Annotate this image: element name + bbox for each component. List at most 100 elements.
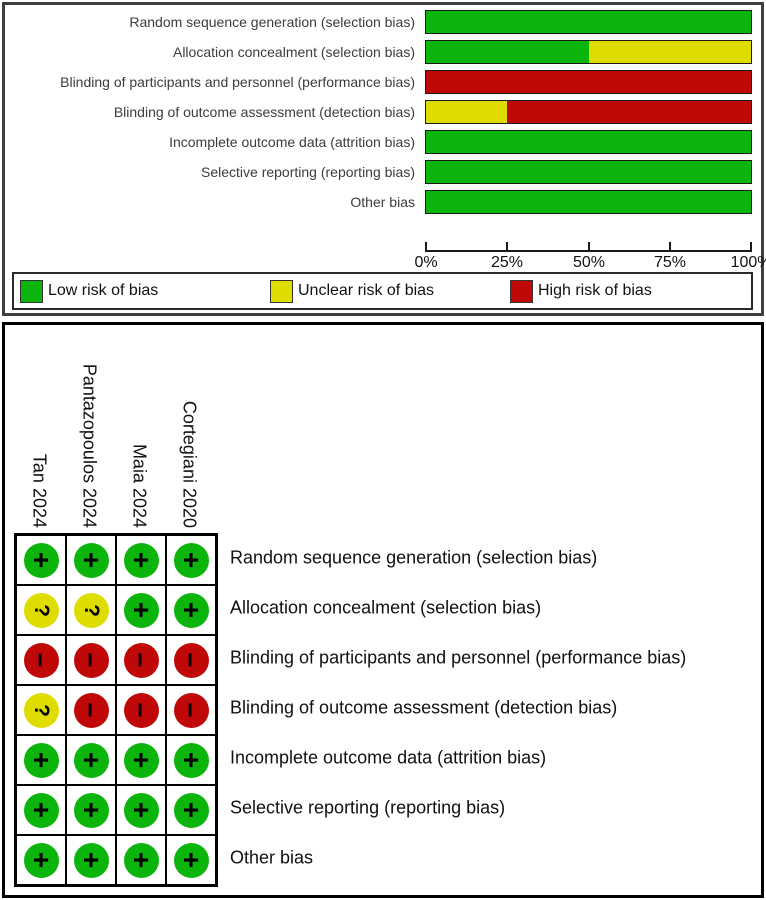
judgement-cell: ? [16, 585, 66, 635]
judgement-cell: + [166, 835, 216, 885]
judgement-symbol: + [125, 551, 157, 569]
bias-graph-row: Blinding of participants and personnel (… [5, 70, 761, 94]
judgement-cell: − [166, 685, 216, 735]
bar-segment-low [426, 161, 751, 183]
bar-segment-high [507, 101, 751, 123]
judgement-circle-low: + [173, 792, 209, 828]
bias-graph-panel: Random sequence generation (selection bi… [2, 2, 766, 316]
axis-tick [750, 242, 752, 252]
judgement-symbol: + [175, 851, 207, 869]
judgement-circle-high: − [123, 692, 159, 728]
legend-box: Low risk of bias Unclear risk of bias High… [12, 272, 753, 310]
legend-item-high: High risk of bias [510, 274, 652, 308]
judgement-symbol: − [126, 702, 156, 718]
judgement-circle-low: + [23, 542, 59, 578]
judgement-cell: + [166, 535, 216, 585]
summary-bias-label: Blinding of outcome assessment (detectio… [230, 697, 618, 718]
legend-label: Unclear risk of bias [298, 282, 435, 299]
bar-segment-unclear [426, 101, 508, 123]
judgement-cell: + [116, 535, 166, 585]
legend-swatch-high [510, 279, 533, 303]
judgement-cell: + [66, 535, 116, 585]
judgement-symbol: + [125, 801, 157, 819]
judgement-circle-high: − [173, 642, 209, 678]
judgement-symbol: + [175, 551, 207, 569]
judgement-symbol: + [75, 851, 107, 869]
judgement-symbol: + [75, 751, 107, 769]
judgement-symbol: + [125, 851, 157, 869]
judgement-symbol: + [125, 751, 157, 769]
judgement-cell: − [66, 685, 116, 735]
judgement-table: ++++??++−−−−?−−−++++++++++++ [14, 533, 218, 887]
axis-tick [425, 242, 427, 252]
judgement-circle-low: + [173, 742, 209, 778]
judgement-symbol: + [25, 551, 57, 569]
judgement-circle-low: + [73, 742, 109, 778]
judgement-cell: + [166, 585, 216, 635]
judgement-cell: + [116, 585, 166, 635]
stacked-bar [425, 40, 752, 64]
judgement-symbol: + [25, 851, 57, 869]
judgement-cell: + [166, 735, 216, 785]
judgement-symbol: − [26, 652, 56, 668]
axis-tick-label: 25% [490, 254, 524, 271]
bias-graph-row: Other bias [5, 190, 761, 214]
judgement-symbol: − [76, 652, 106, 668]
legend-label: Low risk of bias [48, 282, 159, 299]
bias-category-label: Blinding of outcome assessment (detectio… [113, 104, 415, 120]
judgement-circle-low: + [123, 542, 159, 578]
bias-graph-row: Selective reporting (reporting bias) [5, 160, 761, 184]
judgement-circle-low: + [173, 842, 209, 878]
bias-category-label: Random sequence generation (selection bi… [129, 14, 415, 30]
judgement-circle-low: + [123, 592, 159, 628]
judgement-symbol: + [175, 601, 207, 619]
legend-swatch-low [20, 279, 43, 303]
judgement-cell: − [116, 685, 166, 735]
judgement-circle-low: + [173, 592, 209, 628]
judgement-cell: + [16, 535, 66, 585]
judgement-circle-high: − [23, 642, 59, 678]
judgement-symbol: + [175, 801, 207, 819]
summary-bias-label: Incomplete outcome data (attrition bias) [230, 747, 547, 768]
judgement-symbol: + [175, 751, 207, 769]
judgement-cell: + [66, 835, 116, 885]
judgement-symbol: + [25, 751, 57, 769]
stacked-bar [425, 70, 752, 94]
judgement-circle-low: + [73, 842, 109, 878]
judgement-cell: − [66, 635, 116, 685]
percent-axis: 0%25%50%75%100% [414, 242, 766, 272]
study-name-label: Tan 2024 [29, 453, 50, 528]
judgement-circle-low: + [123, 792, 159, 828]
summary-bias-label: Allocation concealment (selection bias) [230, 597, 542, 618]
bias-graph-row: Allocation concealment (selection bias) [5, 40, 761, 64]
judgement-circle-low: + [123, 842, 159, 878]
bias-graph-row: Random sequence generation (selection bi… [5, 10, 761, 34]
judgement-circle-high: − [123, 642, 159, 678]
summary-bias-label: Other bias [230, 847, 314, 868]
bias-graph-row: Incomplete outcome data (attrition bias) [5, 130, 761, 154]
judgement-cell: + [16, 735, 66, 785]
judgement-symbol: + [125, 601, 157, 619]
bar-segment-unclear [588, 41, 751, 63]
summary-bias-label: Blinding of participants and personnel (… [230, 647, 687, 668]
judgement-cell: ? [66, 585, 116, 635]
judgement-circle-low: + [123, 742, 159, 778]
axis-tick-label: 100% [730, 254, 766, 271]
bar-segment-high [426, 71, 751, 93]
judgement-circle-unclear: ? [23, 592, 59, 628]
judgement-symbol: + [25, 801, 57, 819]
axis-tick-label: 50% [572, 254, 606, 271]
judgement-circle-low: + [23, 792, 59, 828]
judgement-cell: + [66, 735, 116, 785]
judgement-circle-low: + [173, 542, 209, 578]
judgement-cell: + [116, 835, 166, 885]
bar-segment-low [426, 41, 589, 63]
judgement-cell: + [66, 785, 116, 835]
judgement-circle-high: − [173, 692, 209, 728]
judgement-circle-low: + [23, 842, 59, 878]
judgement-circle-low: + [73, 792, 109, 828]
judgement-symbol: ? [29, 703, 53, 717]
judgement-circle-unclear: ? [73, 592, 109, 628]
judgement-circle-high: − [73, 642, 109, 678]
